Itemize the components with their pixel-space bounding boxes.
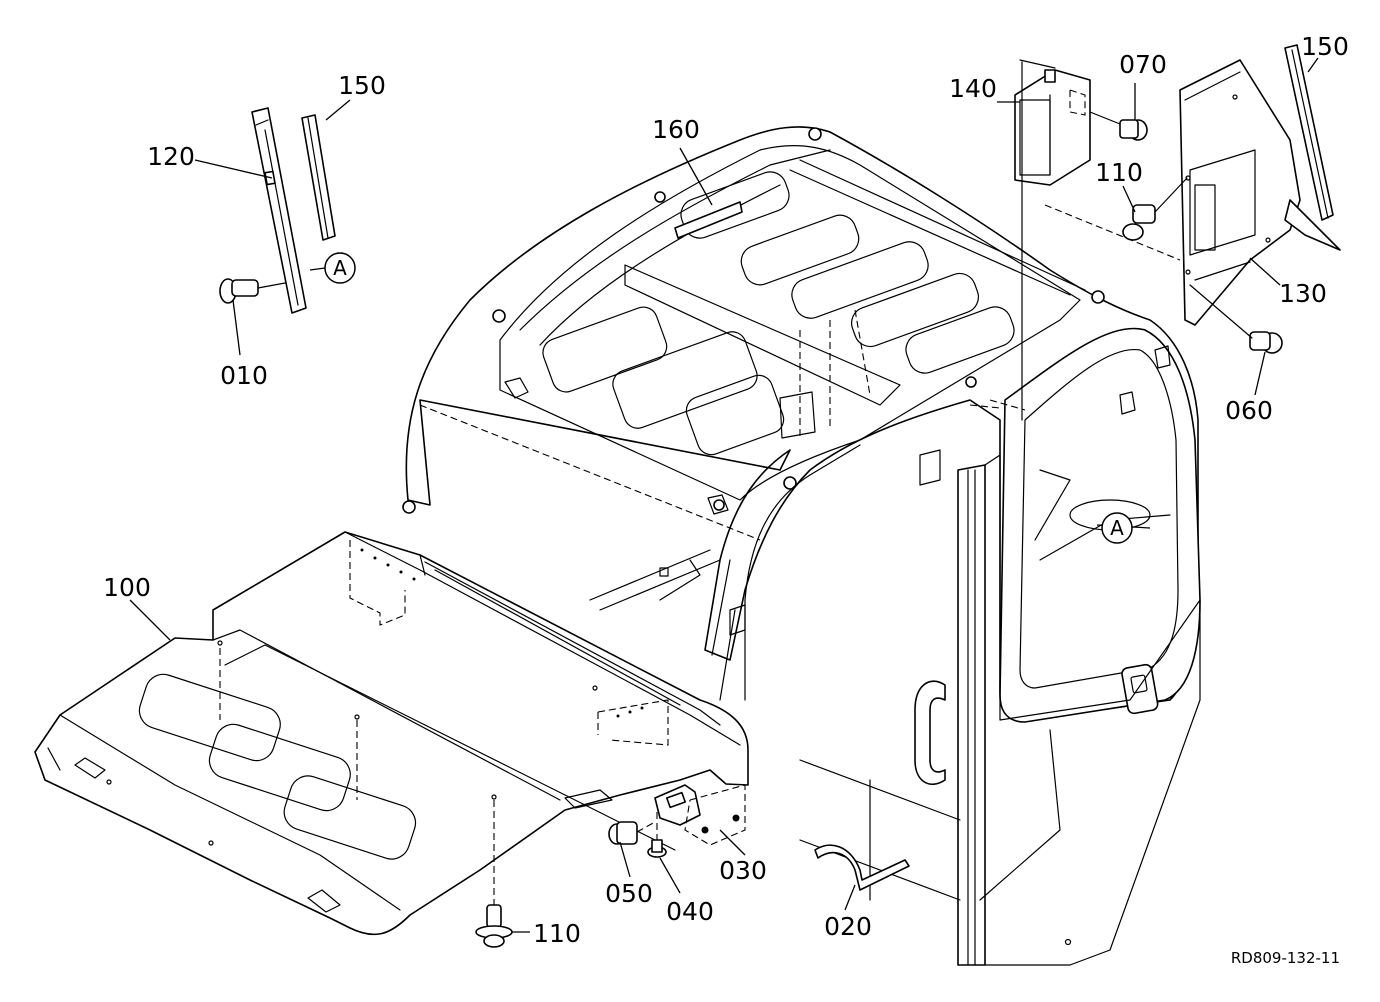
label-070: 070 <box>1119 50 1167 79</box>
callout-a-right: A <box>1101 512 1133 544</box>
part-120-pillar-trim <box>251 107 307 314</box>
callout-a-right-text: A <box>1110 516 1124 540</box>
label-030: 030 <box>719 856 767 885</box>
part-160-roof-pad <box>674 201 743 239</box>
label-010: 010 <box>220 361 268 390</box>
part-labels: 150 120 010 160 140 070 150 110 130 060 … <box>103 32 1349 948</box>
part-040-nut <box>647 812 667 858</box>
part-150-right-strip <box>1284 44 1334 221</box>
label-150-left: 150 <box>338 71 386 100</box>
part-060-bolt <box>1189 284 1283 354</box>
label-110-bottom: 110 <box>533 919 581 948</box>
part-020-hose <box>814 844 910 891</box>
part-150-left-strip <box>301 114 336 241</box>
reference-code: RD809-132-11 <box>1231 949 1340 967</box>
label-110-right: 110 <box>1095 158 1143 187</box>
label-060: 060 <box>1225 396 1273 425</box>
callout-a-left: A <box>324 252 356 284</box>
label-130: 130 <box>1279 279 1327 308</box>
part-030-switch <box>654 784 746 846</box>
part-010-clip <box>219 278 286 304</box>
part-070-bolt <box>1089 111 1148 141</box>
part-110-right-fastener <box>1122 177 1188 241</box>
liner-rivets <box>360 548 644 718</box>
leader-lines <box>129 57 1319 911</box>
label-100: 100 <box>103 573 151 602</box>
label-050: 050 <box>605 879 653 908</box>
label-020: 020 <box>824 912 872 941</box>
label-040: 040 <box>666 897 714 926</box>
callout-a-left-text: A <box>333 256 347 280</box>
label-120: 120 <box>147 142 195 171</box>
part-100-liner <box>34 531 749 936</box>
part-140-bracket <box>1014 59 1091 421</box>
label-140: 140 <box>949 74 997 103</box>
part-130-trim-panel <box>1044 59 1341 326</box>
label-160: 160 <box>652 115 700 144</box>
liner-panel <box>34 531 749 936</box>
part-110-bottom-fastener <box>475 904 530 948</box>
roof-top-panel <box>499 145 1081 501</box>
label-150-right: 150 <box>1301 32 1349 61</box>
part-050-knob <box>608 821 656 845</box>
